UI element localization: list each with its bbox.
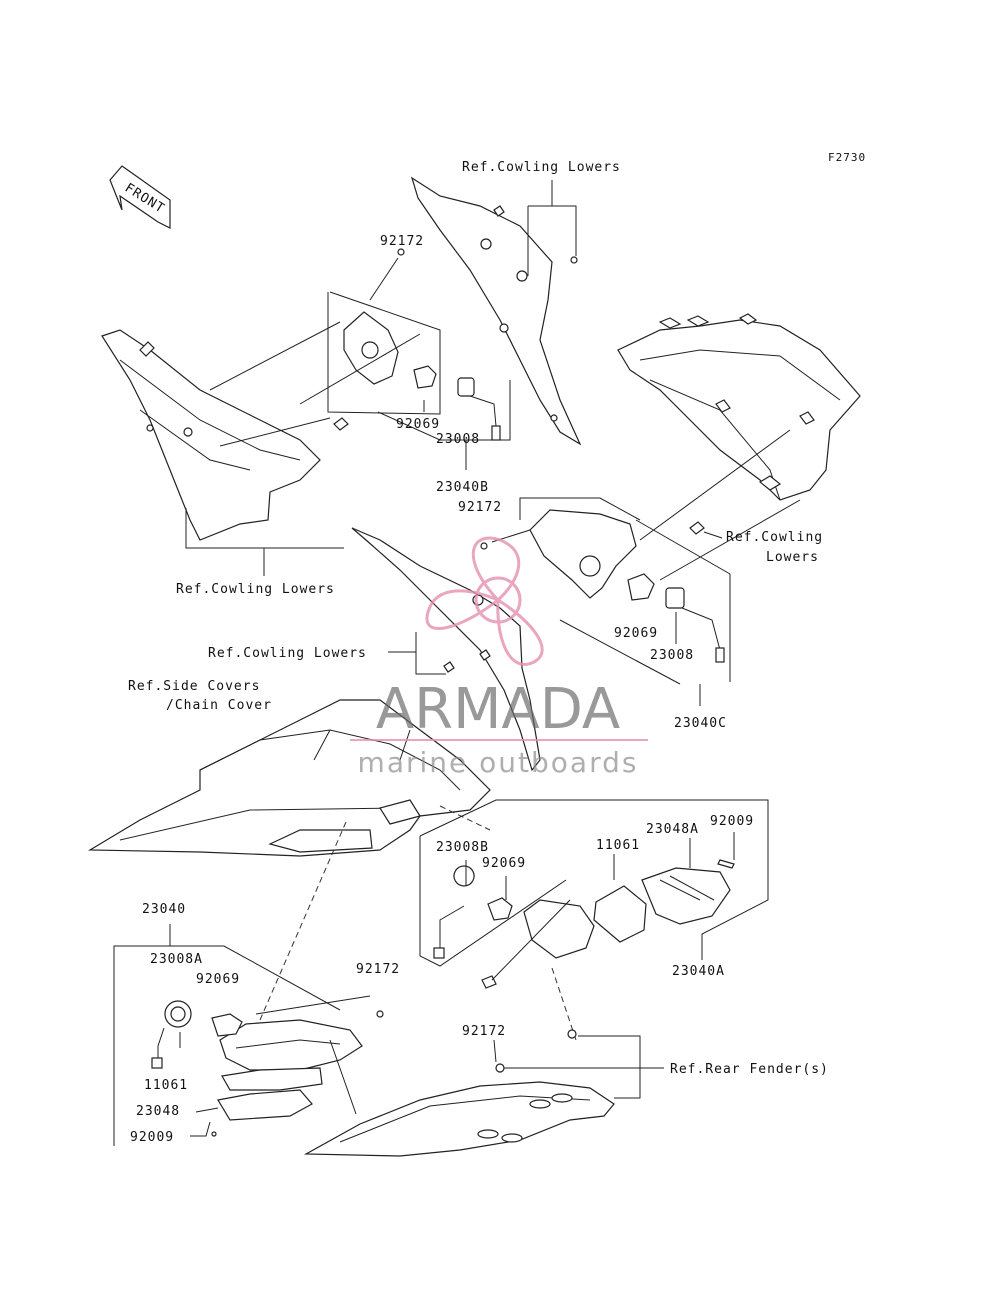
label-23008B: 23008B: [436, 840, 489, 855]
label-ref-cowling-top: Ref.Cowling Lowers: [462, 160, 621, 175]
front-right-bracket-part: [480, 509, 725, 663]
label-23040C: 23040C: [674, 716, 727, 731]
left-cowling-part: [101, 329, 321, 541]
label-92069-c: 92069: [482, 856, 526, 871]
front-arrow-icon: FRONT: [109, 165, 171, 229]
label-23008-b: 23008: [650, 648, 694, 663]
watermark-brand: ARMADA: [376, 677, 620, 742]
label-92069-a: 92069: [396, 417, 440, 432]
label-23048A: 23048A: [646, 822, 699, 837]
label-23048: 23048: [136, 1104, 180, 1119]
label-92172-b: 92172: [458, 500, 502, 515]
watermark-logo: ARMADA marine outboards: [350, 536, 648, 779]
label-92069-b: 92069: [614, 626, 658, 641]
label-92172-d: 92172: [462, 1024, 506, 1039]
label-23040A: 23040A: [672, 964, 725, 979]
rear-fender-part: [303, 1029, 615, 1157]
figure-id: F2730: [828, 151, 866, 164]
label-ref-side-2: /Chain Cover: [166, 698, 272, 713]
rear-right-light-part: [433, 859, 735, 989]
label-ref-cowling-right-1: Ref.Cowling: [726, 530, 823, 545]
rear-left-light-part: [151, 1000, 384, 1137]
label-ref-cowling-left: Ref.Cowling Lowers: [176, 582, 335, 597]
front-left-bracket-part: [333, 248, 501, 441]
label-23040: 23040: [142, 902, 186, 917]
label-ref-cowling-mid: Ref.Cowling Lowers: [208, 646, 367, 661]
label-92009-a: 92009: [710, 814, 754, 829]
label-ref-cowling-right-2: Lowers: [766, 550, 819, 565]
label-ref-side-1: Ref.Side Covers: [128, 679, 260, 694]
label-92009-b: 92009: [130, 1130, 174, 1145]
label-23008A: 23008A: [150, 952, 203, 967]
label-ref-rear-fender: Ref.Rear Fender(s): [670, 1062, 829, 1077]
label-92172-c: 92172: [356, 962, 400, 977]
right-cowling-part: [617, 313, 861, 501]
upper-cowling-strip-part: [410, 176, 582, 446]
label-23008-a: 23008: [436, 432, 480, 447]
label-23040B: 23040B: [436, 480, 489, 495]
label-11061-b: 11061: [144, 1078, 188, 1093]
label-92069-d: 92069: [196, 972, 240, 987]
watermark-tagline: marine outboards: [358, 746, 639, 779]
label-92172-a: 92172: [380, 234, 424, 249]
label-11061-a: 11061: [596, 838, 640, 853]
